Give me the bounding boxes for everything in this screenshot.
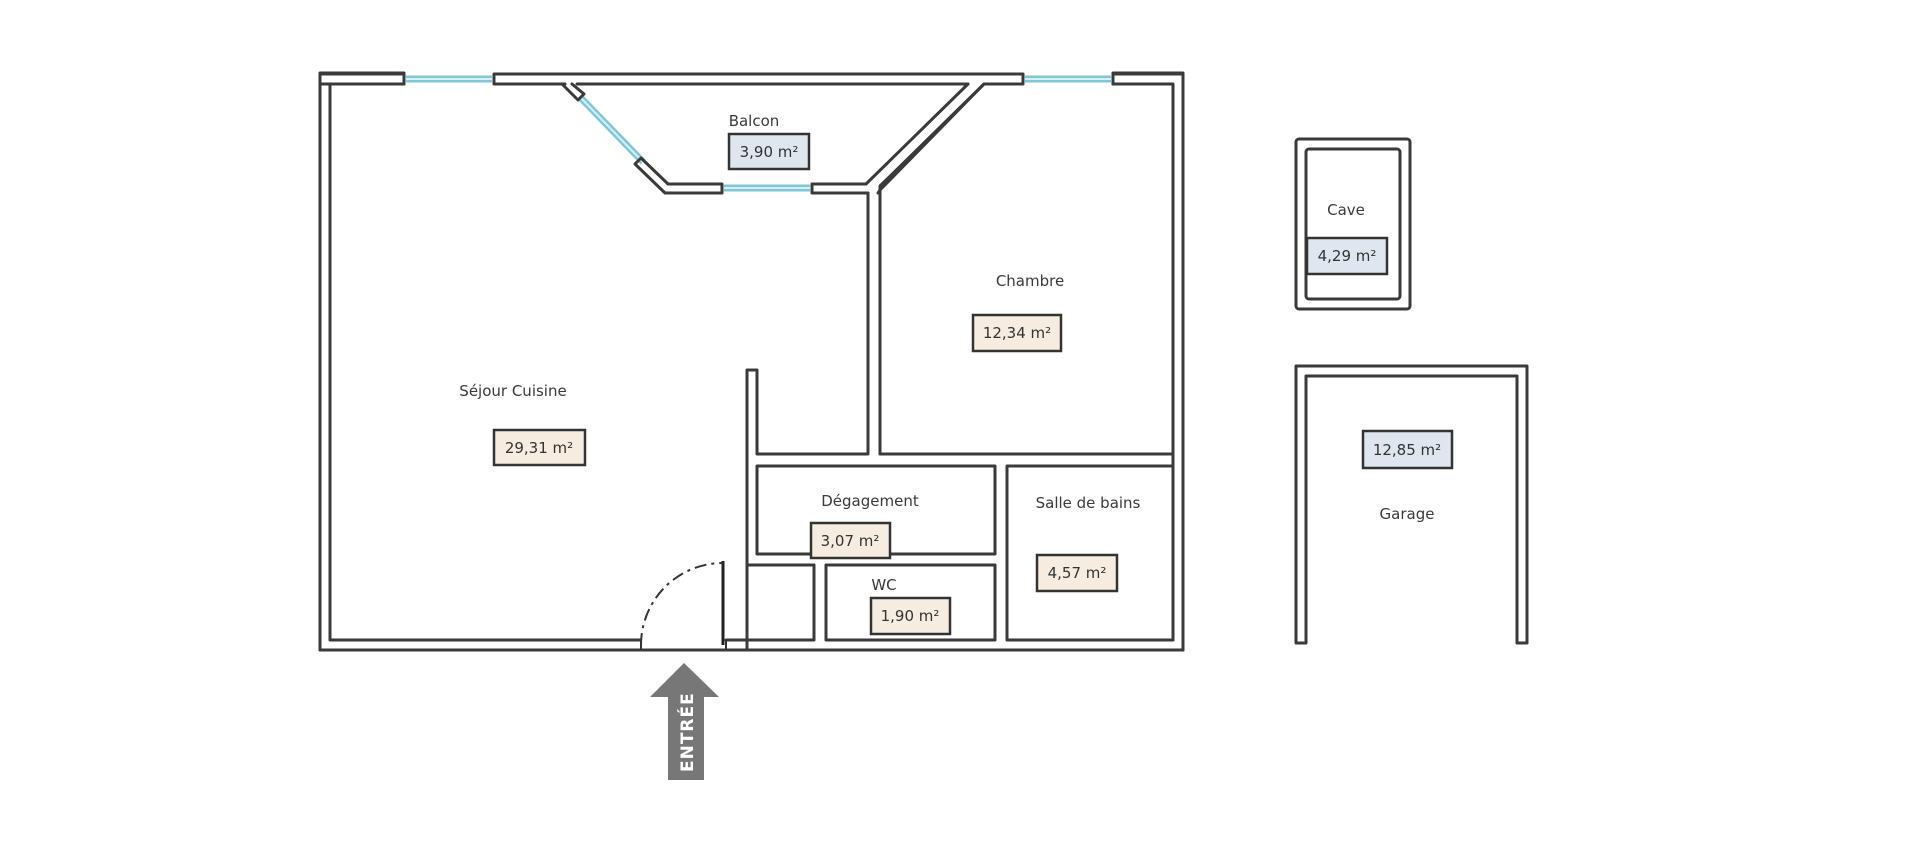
chambre-left-wall <box>745 191 870 638</box>
room-name: Cave <box>1327 201 1365 219</box>
outer-walls <box>318 71 1185 652</box>
room-degagement: Dégagement 3,07 m² <box>809 492 919 560</box>
room-garage: Garage 12,85 m² <box>1361 429 1454 523</box>
room-name: Balcon <box>729 112 780 130</box>
area-box <box>809 521 892 560</box>
room-area: 3,90 m² <box>740 143 799 161</box>
area-box <box>869 596 952 636</box>
room-sejour: Séjour Cuisine 29,31 m² <box>459 382 587 467</box>
left-inner-wall <box>328 82 642 642</box>
degagement-box <box>755 464 997 556</box>
entrance-door <box>640 561 727 650</box>
room-cave: Cave 4,29 m² <box>1305 201 1389 276</box>
area-box <box>727 132 811 171</box>
room-name: Garage <box>1380 505 1435 523</box>
cave-outer-wall <box>1294 137 1412 311</box>
area-box <box>492 428 587 467</box>
room-area: 12,34 m² <box>983 324 1051 342</box>
room-wc: WC 1,90 m² <box>869 576 952 636</box>
cave-walls <box>1294 137 1412 311</box>
entrance-arrow: ENTRÉE <box>650 663 719 780</box>
room-area: 4,57 m² <box>1048 564 1107 582</box>
entrance-label: ENTRÉE <box>676 692 698 772</box>
room-name: Dégagement <box>821 492 919 510</box>
room-area: 4,29 m² <box>1318 247 1377 265</box>
garage-walls <box>1294 364 1529 645</box>
room-name: Séjour Cuisine <box>459 382 566 400</box>
room-sdb: Salle de bains 4,57 m² <box>1035 494 1141 593</box>
area-box <box>1361 429 1454 470</box>
door-swing-arc <box>640 562 724 646</box>
area-box <box>1305 236 1389 276</box>
hall-wall <box>724 563 816 652</box>
area-box <box>971 313 1063 353</box>
room-name: Salle de bains <box>1036 494 1141 512</box>
room-area: 3,07 m² <box>821 532 880 550</box>
windows <box>406 75 1111 192</box>
garage-wall <box>1294 364 1529 645</box>
balcony-left-lower <box>633 156 724 195</box>
area-box <box>1035 553 1119 593</box>
balcony-right-wall <box>810 82 986 446</box>
arrow-up-icon <box>650 663 719 780</box>
room-chambre: Chambre 12,34 m² <box>971 272 1064 353</box>
room-area: 29,31 m² <box>505 439 573 457</box>
room-balcon: Balcon 3,90 m² <box>727 112 811 171</box>
room-area: 12,85 m² <box>1373 441 1441 459</box>
room-name: WC <box>871 576 896 594</box>
sdb-box <box>1005 464 1175 642</box>
balcony-left-stub <box>560 82 586 102</box>
room-name: Chambre <box>996 272 1064 290</box>
room-area: 1,90 m² <box>881 607 940 625</box>
chambre-wall-inner <box>878 191 1175 456</box>
cave-inner-wall <box>1304 147 1402 301</box>
wc-box <box>824 563 997 642</box>
window-balcony-diagonal-glass <box>579 96 644 163</box>
interior-walls <box>724 191 1175 652</box>
